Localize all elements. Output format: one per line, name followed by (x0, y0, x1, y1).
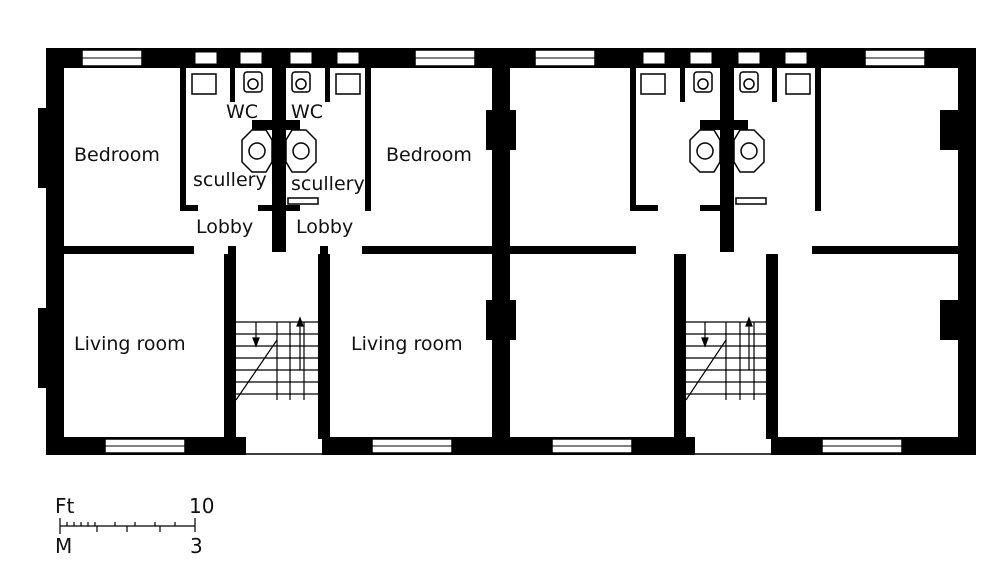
interior-walls (64, 48, 964, 455)
label-living-room-left: Living room (74, 333, 186, 355)
scale-unit-metres: M (55, 534, 72, 558)
scale-value-feet: 10 (189, 494, 214, 518)
label-scullery-left: scullery (193, 169, 267, 191)
label-bedroom-right: Bedroom (386, 144, 472, 166)
label-bedroom-left: Bedroom (74, 144, 160, 166)
staircase-left (235, 316, 318, 401)
label-lobby-left: Lobby (196, 216, 253, 238)
scullery-coppers (241, 120, 765, 173)
scale-value-metres: 3 (190, 534, 203, 558)
label-wc-left: WC (226, 101, 258, 123)
label-lobby-right: Lobby (296, 216, 353, 238)
bottom-windows (104, 437, 903, 455)
scale-unit-feet: Ft (55, 494, 75, 518)
room-labels: Bedroom Bedroom WC WC scullery scullery … (74, 101, 472, 355)
top-windows (81, 49, 926, 67)
scale-bar: Ft 10 M 3 (55, 494, 214, 558)
label-living-room-right: Living room (351, 333, 463, 355)
label-wc-right: WC (291, 101, 323, 123)
staircase-right (685, 316, 766, 401)
scale-bar-ruler (59, 518, 196, 534)
label-scullery-right: scullery (291, 173, 365, 195)
sanitary-fixtures (191, 71, 811, 205)
